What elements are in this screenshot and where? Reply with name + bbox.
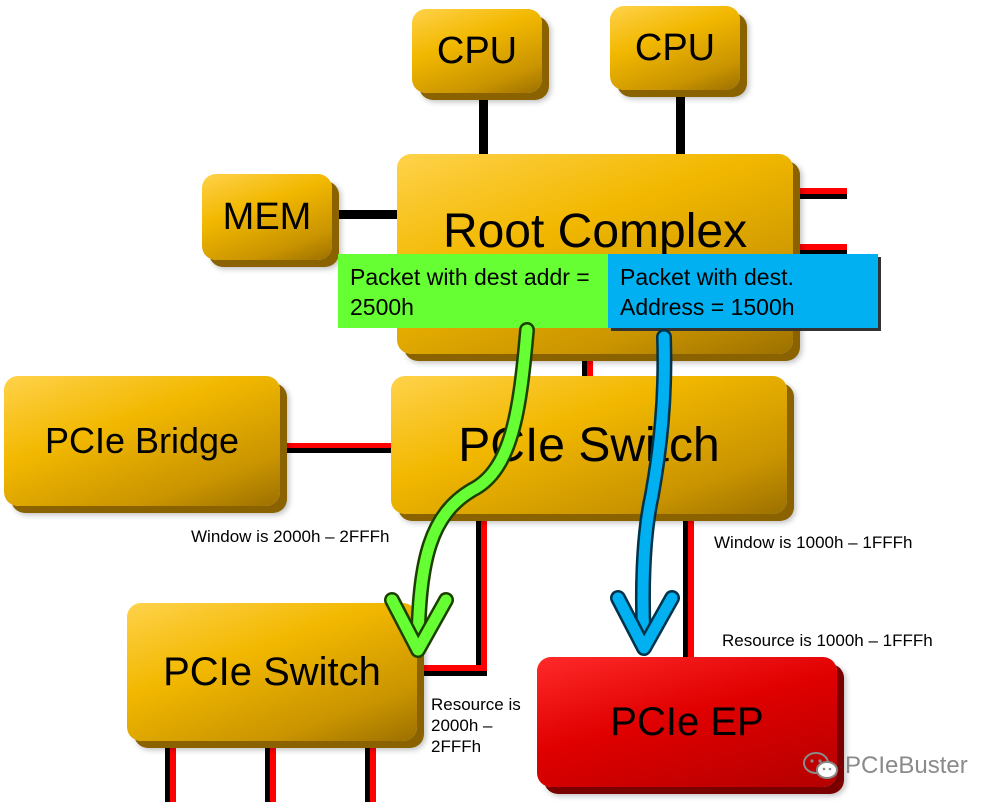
mem-link [334, 210, 398, 219]
pcie-bridge-label: PCIe Bridge [44, 420, 240, 461]
green-routing-arrow [384, 322, 535, 658]
pcie-ep-label: PCIe EP [610, 699, 764, 744]
mem-box: MEM [202, 174, 332, 260]
root-complex-right-links [797, 188, 847, 255]
resource-right-note: Resource is 1000h – 1FFFh [722, 631, 933, 650]
cpu-left-label: CPU [436, 29, 518, 72]
window-right-note: Window is 1000h – 1FFFh [714, 533, 913, 552]
wechat-icon [803, 752, 838, 779]
bridge-to-switch-link [282, 443, 392, 453]
root-complex-label: Root Complex [442, 205, 748, 258]
packet-green-label: Packet with dest addr = 2500h [338, 254, 608, 328]
switch-to-ep-link [683, 515, 694, 660]
cpu-left-box: CPU [412, 9, 542, 93]
cpu-link-left [479, 95, 488, 155]
cpu-link-right [676, 92, 685, 155]
pcie-switch-lower-label: PCIe Switch [163, 649, 381, 694]
cpu-right-label: CPU [634, 26, 716, 69]
pcie-bridge-box: PCIe Bridge [4, 376, 280, 506]
resource-left-note: Resource is 2000h – 2FFFh [431, 695, 521, 756]
cpu-right-box: CPU [610, 6, 740, 90]
window-left-note: Window is 2000h – 2FFFh [191, 527, 390, 546]
switch-to-switch-link [418, 515, 487, 676]
blue-routing-arrow [610, 329, 680, 656]
packet-blue-label: Packet with dest. Address = 1500h [608, 254, 878, 328]
pcie-ep-box: PCIe EP [537, 657, 837, 787]
watermark-text: PCIeBuster [845, 752, 968, 779]
watermark: PCIeBuster [803, 752, 968, 780]
pcie-switch-lower-box: PCIe Switch [127, 603, 417, 741]
lower-switch-ports [165, 742, 376, 802]
mem-label: MEM [222, 195, 312, 238]
